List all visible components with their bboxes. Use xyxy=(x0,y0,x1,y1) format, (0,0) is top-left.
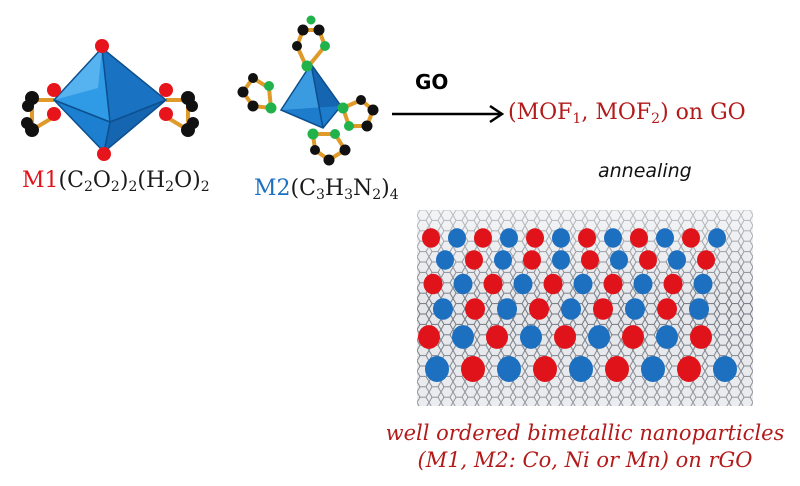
nanoparticle xyxy=(552,250,570,270)
nanoparticle xyxy=(497,298,517,320)
nanoparticle xyxy=(622,325,644,349)
nanoparticle xyxy=(693,273,713,295)
step-label: annealing xyxy=(598,160,692,182)
nanoparticle xyxy=(543,273,563,295)
octahedron-cluster-icon xyxy=(21,39,199,161)
nanoparticle xyxy=(418,325,440,349)
nanoparticle xyxy=(569,356,593,382)
nanoparticle xyxy=(500,228,518,248)
nanoparticle xyxy=(422,228,440,248)
nanoparticle xyxy=(605,356,629,382)
nanoparticle xyxy=(603,273,623,295)
nanoparticle xyxy=(461,356,485,382)
caption: well ordered bimetallic nanoparticles (M… xyxy=(365,420,800,474)
nanoparticle xyxy=(494,250,512,270)
nanoparticle xyxy=(656,325,678,349)
nanoparticle xyxy=(433,298,453,320)
nanoparticle xyxy=(657,298,677,320)
nanoparticle xyxy=(497,356,521,382)
reagent-label: GO xyxy=(415,70,449,94)
nanoparticle xyxy=(573,273,593,295)
nanoparticle xyxy=(523,250,541,270)
nanoparticle xyxy=(663,273,683,295)
nanoparticle xyxy=(625,298,645,320)
caption-line-1: well ordered bimetallic nanoparticles xyxy=(385,421,785,445)
nanoparticle xyxy=(697,250,715,270)
nanoparticle xyxy=(520,325,542,349)
m2-metal: M2 xyxy=(254,176,291,201)
nanoparticle xyxy=(529,298,549,320)
nanoparticle xyxy=(453,273,473,295)
nanoparticle xyxy=(713,356,737,382)
nanoparticle xyxy=(561,298,581,320)
nanoparticle xyxy=(533,356,557,382)
nanoparticle xyxy=(641,356,665,382)
nanoparticle xyxy=(682,228,700,248)
nanoparticle xyxy=(465,250,483,270)
nanoparticle xyxy=(633,273,653,295)
nanoparticle xyxy=(448,228,466,248)
nanoparticle xyxy=(423,273,443,295)
nanoparticle xyxy=(552,228,570,248)
nanoparticle xyxy=(436,250,454,270)
nanoparticle xyxy=(690,325,712,349)
nanoparticle xyxy=(513,273,533,295)
nanoparticle xyxy=(554,325,576,349)
caption-line-2: (M1, M2: Co, Ni or Mn) on rGO xyxy=(417,448,753,472)
nanoparticle xyxy=(656,228,674,248)
nanoparticle xyxy=(578,228,596,248)
nanoparticle xyxy=(604,228,622,248)
nanoparticle xyxy=(610,250,628,270)
product-formula: (MOF1, MOF2) on GO xyxy=(508,100,746,127)
m1-metal: M1 xyxy=(22,168,59,193)
nanoparticle xyxy=(425,356,449,382)
reaction-arrow-icon xyxy=(392,104,505,124)
nanoparticle xyxy=(465,298,485,320)
nanoparticle xyxy=(593,298,613,320)
nanoparticle xyxy=(588,325,610,349)
nanoparticle xyxy=(483,273,503,295)
nanoparticle xyxy=(689,298,709,320)
nanoparticle xyxy=(677,356,701,382)
nanoparticle xyxy=(668,250,686,270)
graphene-nanoparticle-image xyxy=(417,210,753,406)
nanoparticle xyxy=(474,228,492,248)
nanoparticle xyxy=(581,250,599,270)
nanoparticle xyxy=(452,325,474,349)
m1-formula: M1(C2O2)2(H2O)2 xyxy=(22,168,210,195)
nanoparticle xyxy=(486,325,508,349)
nanoparticle xyxy=(630,228,648,248)
nanoparticle-array xyxy=(418,228,737,382)
tetrahedron-cluster-icon xyxy=(237,15,379,166)
m2-formula: M2(C3H3N2)4 xyxy=(254,176,399,203)
nanoparticle xyxy=(526,228,544,248)
nanoparticle xyxy=(639,250,657,270)
nanoparticle xyxy=(708,228,726,248)
